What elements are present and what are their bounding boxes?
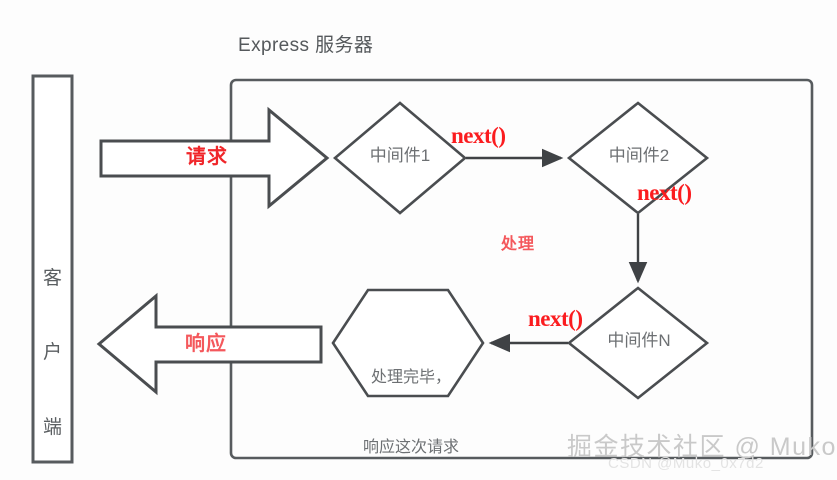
response-done-shape — [331, 288, 485, 398]
middleware-1-shape — [332, 101, 468, 215]
server-container-box — [229, 78, 814, 460]
client-box — [31, 74, 74, 464]
request-arrow — [99, 106, 330, 210]
middleware-n-shape — [566, 286, 710, 400]
response-arrow — [96, 292, 323, 396]
middleware-2-shape — [566, 101, 710, 215]
